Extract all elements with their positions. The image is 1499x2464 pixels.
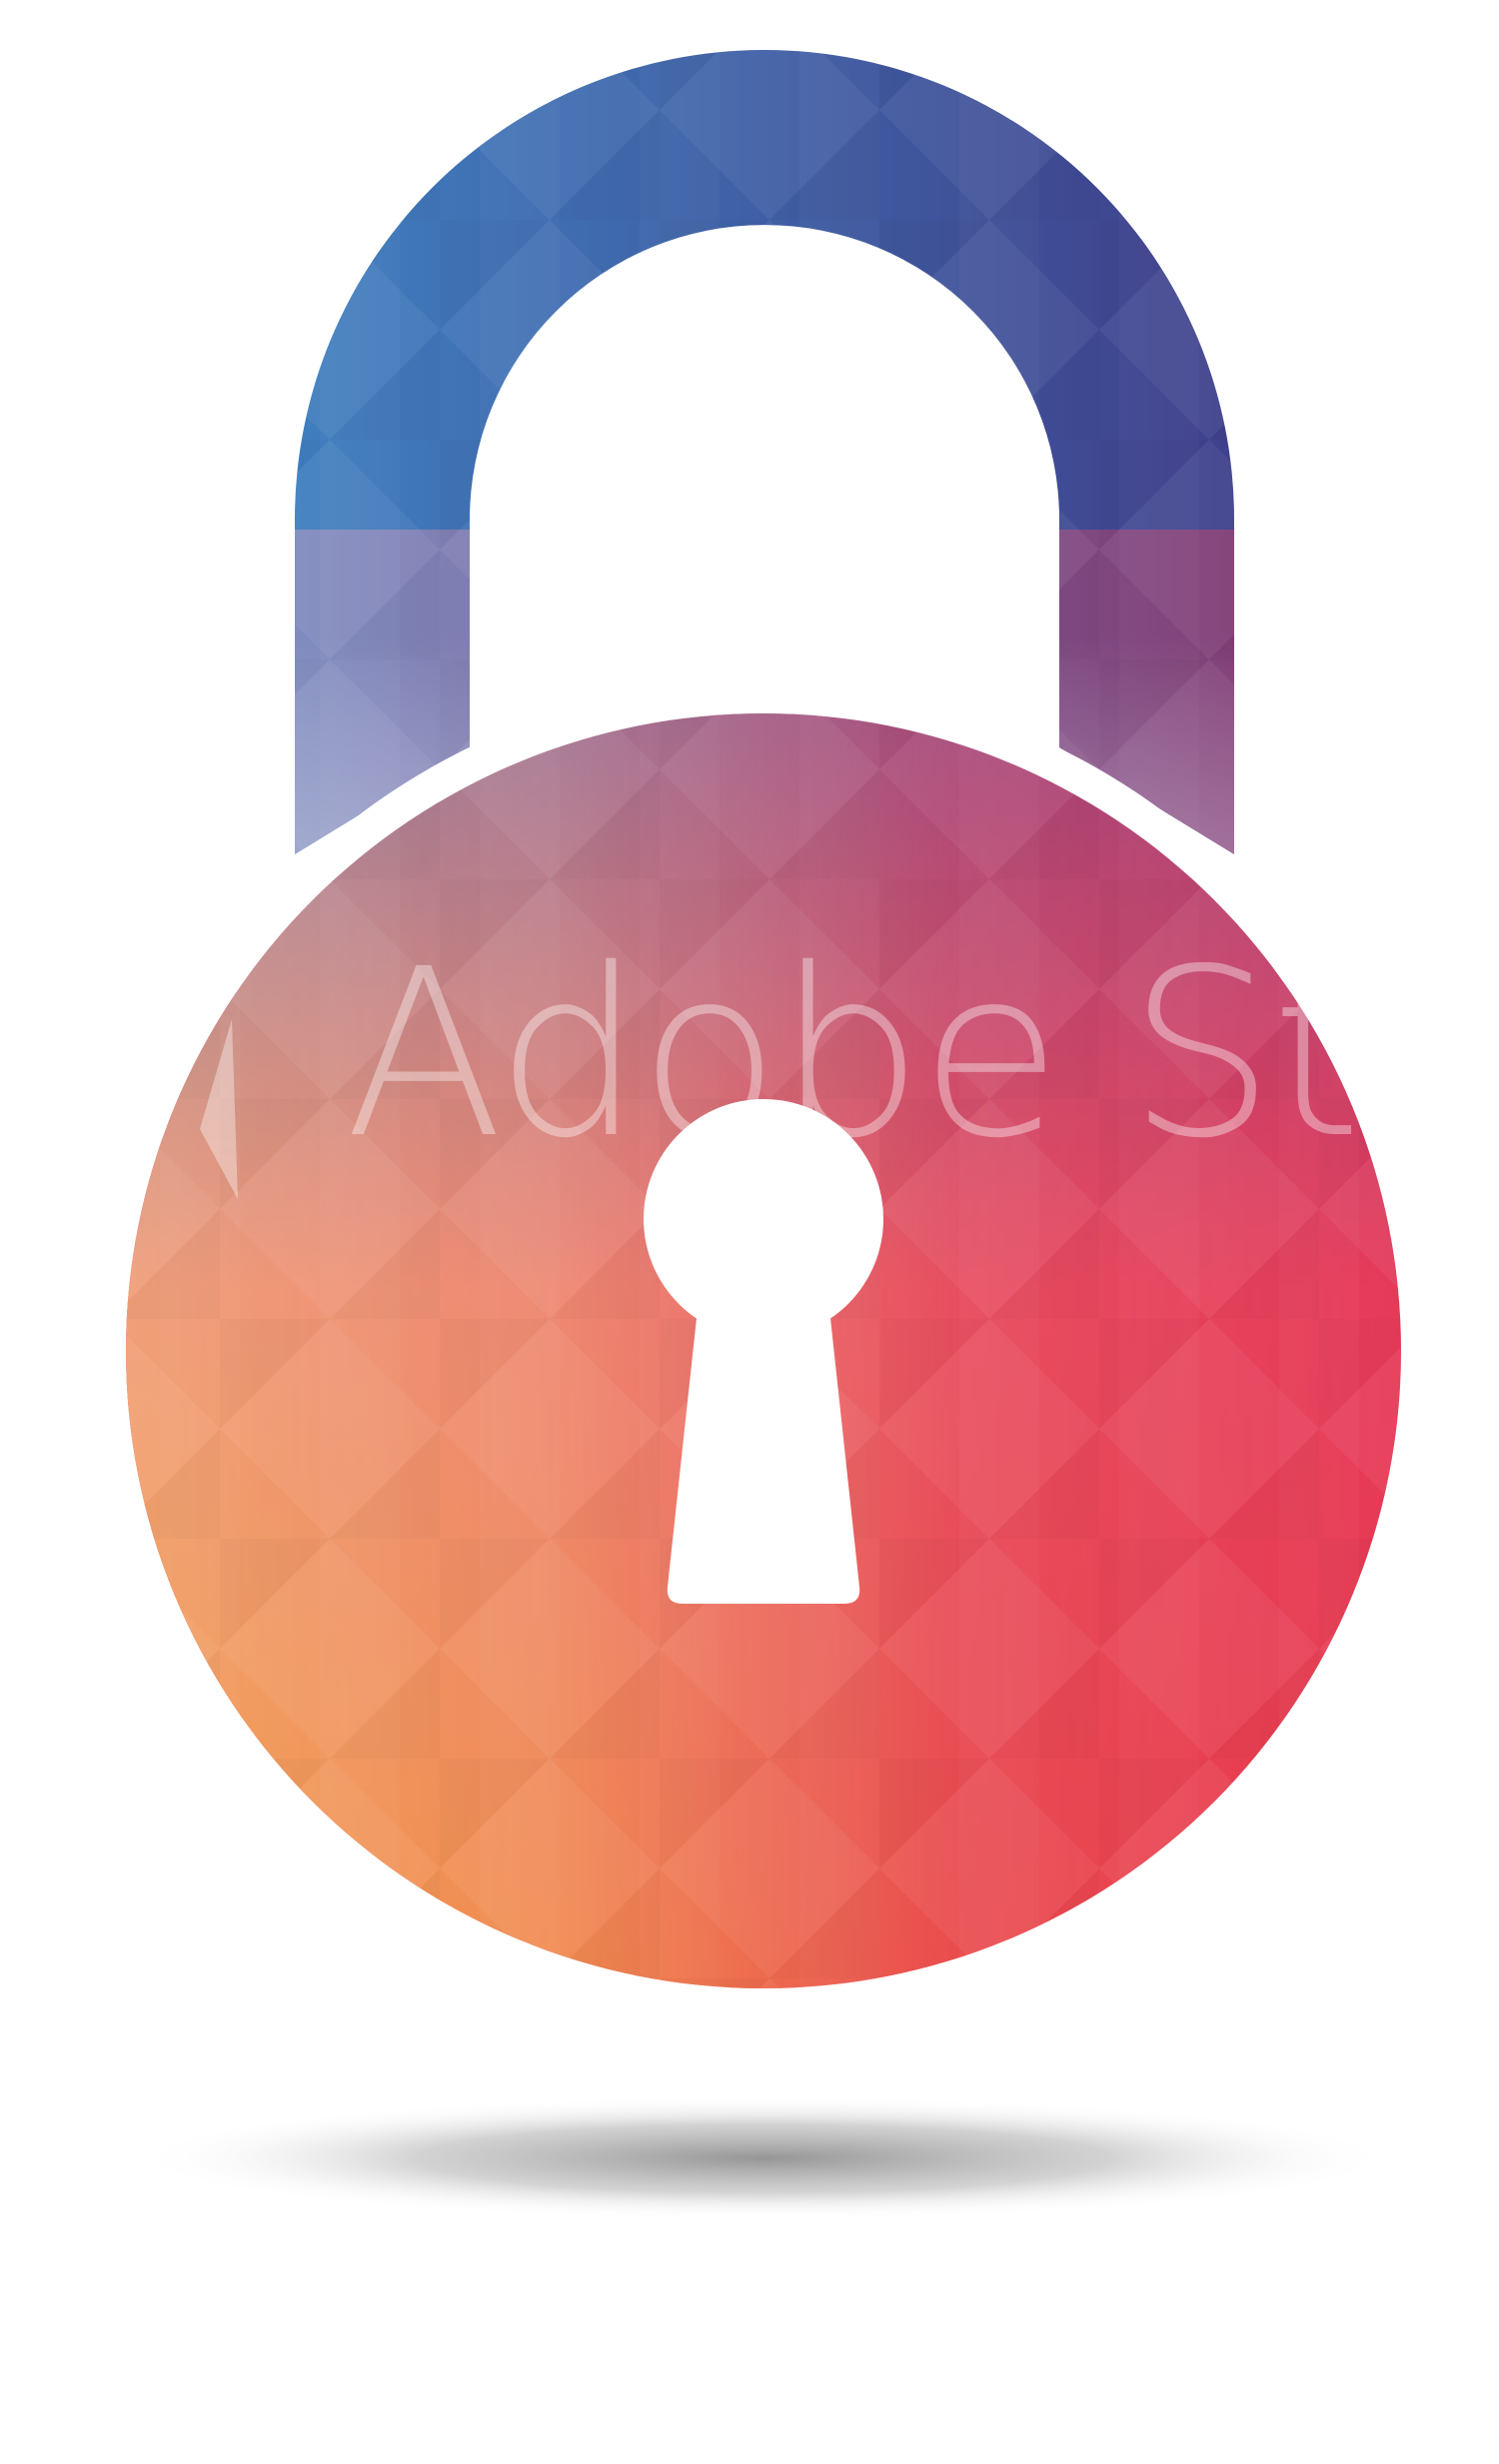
ground-shadow <box>134 2096 1393 2220</box>
keyhole-icon <box>644 1099 883 1604</box>
watermark-text: Adobe Sto <box>345 919 1496 1189</box>
watermark-logo-icon <box>200 1019 238 1199</box>
watermark: Adobe Sto <box>200 919 1499 1199</box>
